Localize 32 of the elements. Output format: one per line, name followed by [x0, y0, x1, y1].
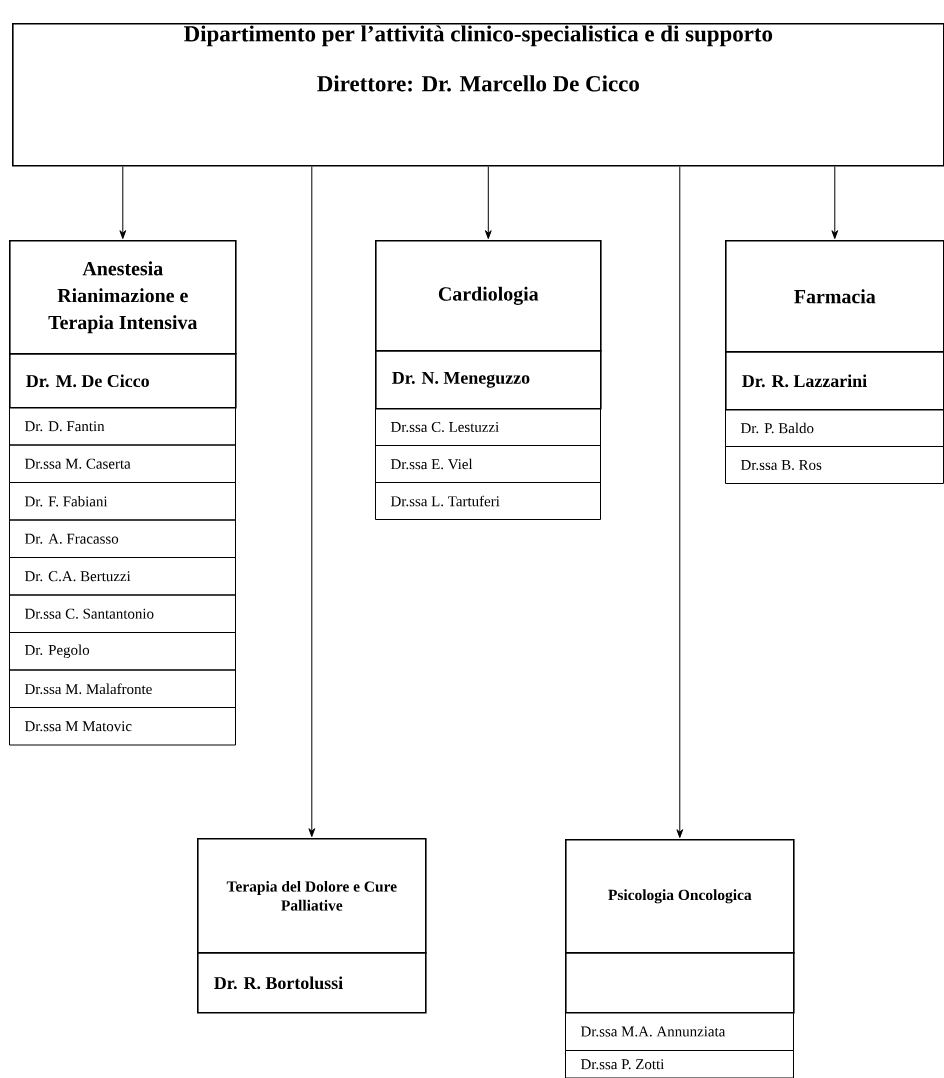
staff-box: Dr.ssa M.A. Annunziata	[565, 1012, 794, 1051]
staff-box: Dr.ssa C. Santantonio	[9, 594, 236, 633]
staff-box: Dr. A. Fracasso	[9, 519, 236, 558]
head-box: Dr. R. Bortolussi	[197, 952, 427, 1014]
head-box: Dr. R. Lazzarini	[725, 351, 944, 411]
department-box: Dipartimento per l’attività clinico-specialistica e di supporto Direttore: Dr. Marcello De Cicco	[12, 23, 944, 167]
empty-box	[565, 952, 795, 1014]
staff-box: Dr.ssa M. Caserta	[9, 444, 236, 483]
unit-title-box: Terapia del Dolore e Cure Palliative	[197, 838, 427, 954]
arrow	[484, 166, 492, 240]
head-box: Dr. M. De Cicco	[9, 353, 237, 409]
unit-title-box: Cardiologia	[375, 240, 602, 352]
staff-box: Dr.ssa P. Zotti	[565, 1050, 794, 1078]
staff-box: Dr. D. Fantin	[9, 407, 236, 446]
staff-box: Dr.ssa B. Ros	[725, 446, 944, 484]
unit-title-box: Farmacia	[725, 240, 944, 353]
staff-box: Dr.ssa C. Lestuzzi	[375, 408, 601, 446]
head-box: Dr. N. Meneguzzo	[375, 350, 602, 410]
staff-box: Dr.ssa L. Tartuferi	[375, 482, 601, 520]
staff-box: Dr.ssa E. Viel	[375, 445, 601, 483]
unit-title-box: Psicologia Oncologica	[565, 839, 795, 954]
staff-box: Dr.ssa M Matovic	[9, 707, 236, 746]
staff-box: Dr.ssa M. Malafronte	[9, 669, 236, 708]
arrow	[119, 166, 127, 240]
staff-box: Dr. Pegolo	[9, 632, 236, 671]
staff-box: Dr. C.A. Bertuzzi	[9, 557, 236, 596]
arrow	[308, 166, 316, 838]
staff-box: Dr. P. Baldo	[725, 409, 944, 447]
staff-box: Dr. F. Fabiani	[9, 482, 236, 521]
arrow	[831, 166, 839, 240]
arrow	[676, 166, 684, 839]
unit-title-box: Anestesia Rianimazione e Terapia Intensiva	[9, 240, 237, 355]
